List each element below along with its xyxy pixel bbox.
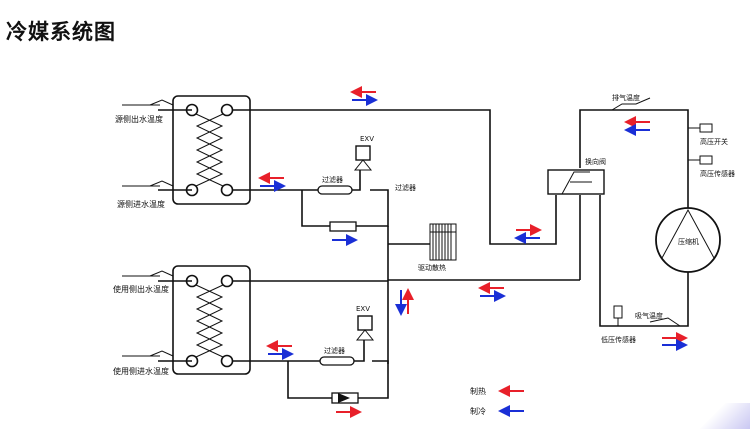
use-in-sensor: [122, 350, 192, 362]
source-in-temp-label: 源侧进水温度: [117, 199, 165, 209]
use-in-temp-label: 使用侧进水温度: [113, 366, 169, 376]
use-heat-exchanger: [172, 265, 251, 375]
suction-temp-sensor: [649, 317, 681, 327]
legend-heating-label: 制热: [470, 386, 486, 396]
exv-top-valve: [353, 145, 373, 171]
source-out-temp-label: 源侧出水温度: [115, 114, 163, 124]
suction-temp-label: 吸气温度: [635, 311, 663, 320]
source-heat-exchanger: [172, 95, 251, 205]
drive-heat-label: 驱动散热: [418, 263, 446, 272]
discharge-temp-sensor: [611, 97, 651, 111]
filter-bottom: [319, 356, 355, 366]
legend: 制热 制冷: [470, 385, 524, 417]
page-title: 冷媒系统图: [6, 20, 116, 44]
exv-top-label: EXV: [360, 135, 374, 143]
use-out-temp-label: 使用侧出水温度: [113, 284, 169, 294]
filter-top-label: 过滤器: [322, 175, 343, 184]
high-pressure-switch: [688, 123, 713, 133]
high-switch-label: 高压开关: [700, 137, 728, 146]
four-way-valve: [547, 169, 605, 195]
filter-bottom-label: 过滤器: [324, 346, 345, 355]
high-pressure-sensor: [688, 155, 713, 165]
low-sensor-label: 低压传感器: [601, 335, 636, 344]
compressor-label: 压缩机: [678, 237, 699, 246]
bypass-filter-top: [329, 221, 357, 232]
check-valve-bottom: [331, 392, 359, 404]
high-sensor-label: 高压传感器: [700, 169, 735, 178]
exv-bottom-valve: [355, 315, 375, 341]
use-out-sensor: [122, 270, 192, 282]
filter-top-side-label: 过滤器: [395, 183, 416, 192]
filter-top: [317, 185, 353, 195]
low-pressure-sensor: [613, 305, 623, 326]
corner-decoration: [690, 403, 750, 429]
source-out-sensor: [122, 99, 192, 111]
legend-cooling-label: 制冷: [470, 406, 486, 416]
source-in-sensor: [122, 180, 192, 191]
four-way-label: 换向阀: [585, 157, 606, 166]
flow-arrows: [258, 86, 688, 418]
piping: [232, 109, 689, 399]
exv-bottom-label: EXV: [356, 305, 370, 313]
drive-heat-sink: [429, 223, 457, 261]
compressor: [655, 207, 721, 273]
discharge-temp-label: 排气温度: [612, 93, 640, 102]
